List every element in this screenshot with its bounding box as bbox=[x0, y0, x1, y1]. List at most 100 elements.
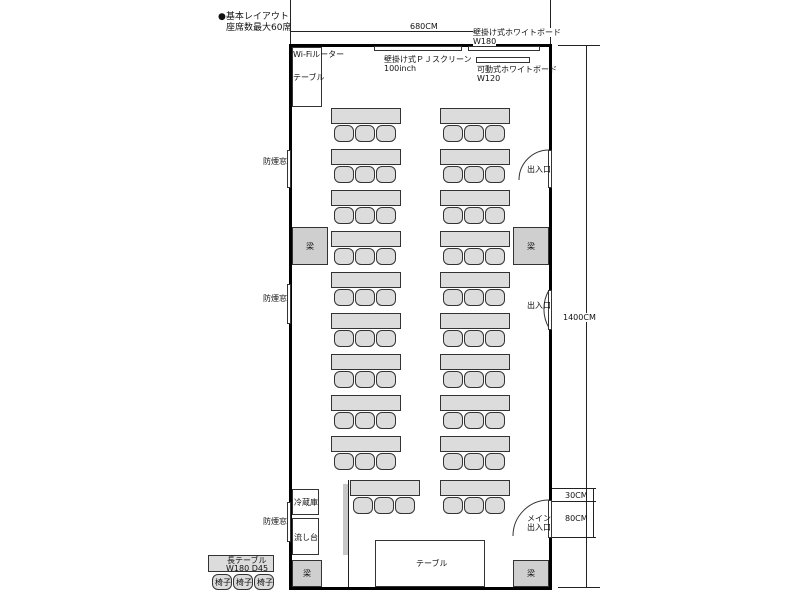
chair bbox=[376, 248, 396, 265]
desk-bottom-right bbox=[440, 480, 510, 496]
chair bbox=[464, 497, 484, 514]
smoke-window-label-3: 防煙窓 bbox=[263, 517, 287, 526]
desk-right-1 bbox=[440, 108, 510, 124]
sink bbox=[292, 518, 319, 555]
chair bbox=[485, 125, 505, 142]
chair bbox=[485, 371, 505, 388]
legend-chair-1 bbox=[212, 574, 232, 590]
fridge-label: 冷蔵庫 bbox=[294, 498, 318, 507]
chair bbox=[376, 371, 396, 388]
smoke-window-2 bbox=[287, 284, 291, 324]
pillar-left-mid: 梁 bbox=[292, 227, 328, 265]
smoke-window-label-1: 防煙窓 bbox=[263, 157, 287, 166]
chair bbox=[374, 497, 394, 514]
smoke-window-label-2: 防煙窓 bbox=[263, 294, 287, 303]
chair bbox=[395, 497, 415, 514]
chair bbox=[334, 289, 354, 306]
chair bbox=[355, 453, 375, 470]
chair bbox=[443, 371, 463, 388]
chair bbox=[355, 371, 375, 388]
legend-chair-label-2: 椅子 bbox=[236, 578, 252, 587]
desk-left-8 bbox=[331, 395, 401, 411]
door-dim-line-2 bbox=[552, 501, 596, 502]
width-dimension-label: 680CM bbox=[410, 22, 438, 31]
desk-left-7 bbox=[331, 354, 401, 370]
chair bbox=[376, 125, 396, 142]
desk-right-4 bbox=[440, 231, 510, 247]
chair bbox=[334, 412, 354, 429]
chair bbox=[334, 330, 354, 347]
pillar-left-bottom: 梁 bbox=[292, 560, 322, 587]
desk-right-5 bbox=[440, 272, 510, 288]
pj-screen-label: 壁掛け式ＰＪスクリーン bbox=[384, 55, 472, 64]
width-dim-right-tick bbox=[550, 0, 551, 45]
wall-whiteboard-label: 壁掛け式ホワイトボード bbox=[473, 28, 561, 37]
desk-right-2 bbox=[440, 149, 510, 165]
chair bbox=[376, 207, 396, 224]
legend-chair-3 bbox=[254, 574, 274, 590]
chair bbox=[334, 125, 354, 142]
chair bbox=[443, 125, 463, 142]
chair bbox=[443, 497, 463, 514]
desk-right-3 bbox=[440, 190, 510, 206]
chair bbox=[485, 453, 505, 470]
door-dim-30: 30CM bbox=[565, 491, 588, 500]
entrance-door-2[interactable] bbox=[548, 290, 552, 330]
desk-left-6 bbox=[331, 313, 401, 329]
bottom-table-label: テーブル bbox=[416, 559, 448, 568]
main-entrance-label-1: メイン bbox=[527, 514, 551, 523]
chair bbox=[485, 289, 505, 306]
chair bbox=[485, 166, 505, 183]
desk-left-5 bbox=[331, 272, 401, 288]
chair bbox=[464, 371, 484, 388]
door-dim-vertical bbox=[593, 488, 594, 538]
chair bbox=[355, 125, 375, 142]
chair bbox=[464, 207, 484, 224]
smoke-window-3 bbox=[287, 502, 291, 542]
chair bbox=[485, 497, 505, 514]
chair bbox=[443, 330, 463, 347]
desk-bottom-left bbox=[350, 480, 420, 496]
wall-bottom bbox=[289, 587, 552, 590]
legend-chair-label-1: 椅子 bbox=[215, 578, 231, 587]
door-dim-line-3 bbox=[552, 537, 596, 538]
door-dim-80: 80CM bbox=[565, 514, 588, 523]
chair bbox=[443, 453, 463, 470]
pillar-right-mid: 梁 bbox=[513, 227, 549, 265]
desk-right-7 bbox=[440, 354, 510, 370]
chair bbox=[443, 207, 463, 224]
door-dim-line-1 bbox=[552, 488, 596, 489]
chair bbox=[485, 207, 505, 224]
chair bbox=[353, 497, 373, 514]
fridge bbox=[292, 489, 319, 515]
chair bbox=[334, 248, 354, 265]
sink-label: 流し台 bbox=[294, 533, 318, 542]
depth-dimension-label: 1400CM bbox=[563, 313, 596, 322]
main-entrance-label-2: 出入口 bbox=[527, 523, 551, 532]
chair bbox=[334, 453, 354, 470]
chair bbox=[334, 166, 354, 183]
entrance-label-1: 出入口 bbox=[527, 165, 551, 174]
mobile-whiteboard-width: W120 bbox=[477, 74, 501, 83]
entrance-door-1[interactable] bbox=[548, 150, 552, 188]
wall-whiteboard bbox=[468, 46, 540, 51]
depth-dim-bottom-tick bbox=[558, 587, 600, 588]
pj-screen bbox=[374, 46, 462, 51]
width-dimension-line bbox=[290, 31, 550, 32]
chair bbox=[464, 166, 484, 183]
main-entrance-door[interactable] bbox=[548, 500, 552, 538]
entrance-label-2: 出入口 bbox=[527, 301, 551, 310]
chair bbox=[443, 289, 463, 306]
desk-left-9 bbox=[331, 436, 401, 452]
bottom-table bbox=[375, 540, 485, 587]
smoke-window-1 bbox=[287, 150, 291, 188]
chair bbox=[464, 412, 484, 429]
desk-left-4 bbox=[331, 231, 401, 247]
desk-left-1 bbox=[331, 108, 401, 124]
chair bbox=[464, 289, 484, 306]
chair bbox=[376, 289, 396, 306]
kitchen-partition bbox=[348, 480, 349, 587]
desk-left-3 bbox=[331, 190, 401, 206]
mobile-whiteboard bbox=[476, 57, 530, 63]
chair bbox=[376, 453, 396, 470]
